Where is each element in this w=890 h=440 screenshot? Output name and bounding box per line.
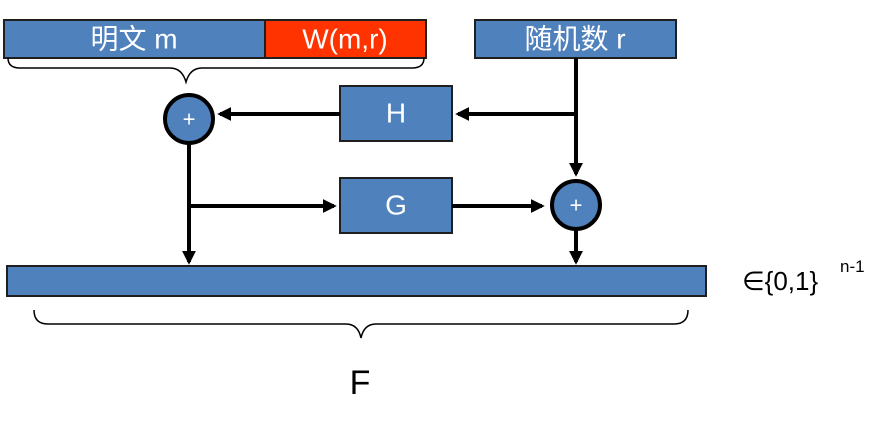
set-exponent-label: n-1 [840,257,865,276]
output-bar [6,265,707,297]
w-block [264,19,427,59]
output-label: F [350,364,371,402]
set-membership-label: ∈{0,1} [742,266,818,296]
top-brace [7,57,425,85]
xor-left-label: + [183,107,196,132]
xor-right-circle [550,179,602,231]
bottom-brace [33,309,689,339]
plaintext-label: 明文 m [90,24,177,55]
xor-left-circle [163,93,215,145]
h-label: H [386,98,406,129]
h-block [339,85,453,142]
g-block [339,177,453,234]
g-label: G [385,190,407,221]
random-label: 随机数 r [524,24,625,55]
xor-right-label: + [570,193,583,218]
plaintext-block [3,19,266,59]
w-label: W(m,r) [302,24,388,55]
